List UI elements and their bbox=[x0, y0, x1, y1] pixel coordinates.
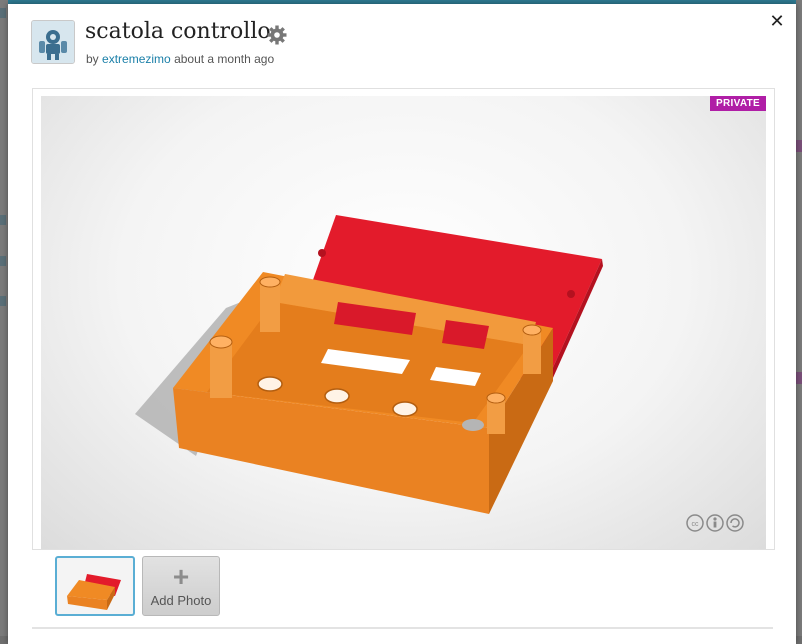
cc-icon bbox=[686, 514, 704, 532]
avatar[interactable] bbox=[31, 20, 75, 64]
divider bbox=[32, 627, 773, 629]
model-thumbnail-image bbox=[67, 574, 121, 610]
background-blip bbox=[0, 296, 6, 306]
time-ago: about a month ago bbox=[174, 52, 275, 66]
add-photo-label: Add Photo bbox=[150, 593, 212, 608]
close-icon[interactable]: ✕ bbox=[769, 11, 785, 31]
background-top-bar bbox=[0, 0, 802, 6]
byline: by extremezimo about a month ago bbox=[86, 52, 274, 66]
svg-text:cc: cc bbox=[692, 521, 700, 528]
byline-prefix: by bbox=[86, 52, 99, 66]
robot-avatar-icon bbox=[32, 21, 74, 63]
license-icons[interactable]: cc bbox=[685, 513, 745, 533]
background-bar bbox=[796, 140, 802, 152]
background-blip bbox=[0, 256, 6, 266]
3d-model-render bbox=[135, 215, 603, 514]
plus-icon: + bbox=[172, 561, 190, 592]
private-badge: PRIVATE bbox=[710, 96, 766, 111]
design-title: scatola controllo bbox=[85, 19, 271, 44]
design-modal: ✕ scatola controllo bbox=[8, 4, 796, 644]
gear-icon[interactable] bbox=[266, 24, 288, 46]
thumbnail-selected[interactable] bbox=[55, 556, 135, 616]
model-viewer[interactable]: PRIVATE bbox=[41, 96, 766, 549]
attribution-icon bbox=[706, 514, 724, 532]
add-photo-button[interactable]: + Add Photo bbox=[142, 556, 220, 616]
background-page-right bbox=[796, 0, 802, 636]
share-alike-icon bbox=[726, 514, 744, 532]
background-page-left bbox=[0, 0, 8, 636]
model-viewer-frame: PRIVATE bbox=[32, 88, 775, 550]
background-bar bbox=[796, 372, 802, 384]
background-blip bbox=[0, 215, 6, 225]
author-link[interactable]: extremezimo bbox=[102, 52, 171, 66]
background-blip bbox=[0, 8, 6, 18]
